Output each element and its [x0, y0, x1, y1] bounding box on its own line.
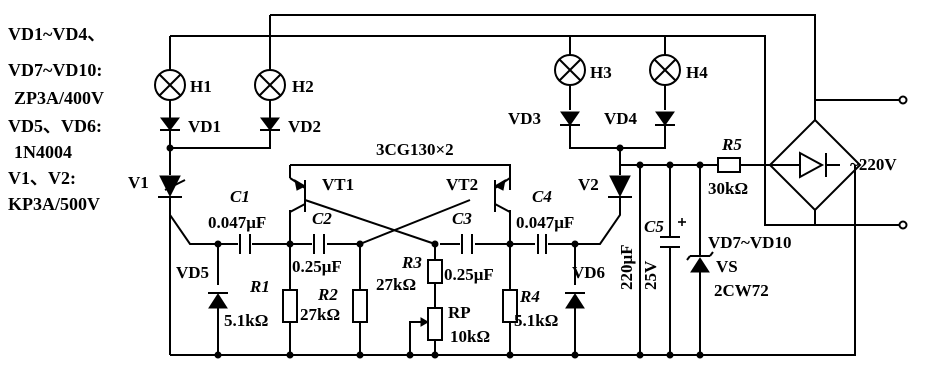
bridge-rectifier: VD7~VD10 — [708, 118, 862, 252]
lamp-h2-label: H2 — [292, 77, 314, 96]
lamp-h3: H3 — [554, 54, 612, 86]
diode-vd1-label: VD1 — [188, 117, 221, 136]
resistor-r2: R2 27kΩ — [300, 285, 368, 324]
resistor-r3-value: 27kΩ — [376, 275, 416, 294]
bridge-label: VD7~VD10 — [708, 233, 791, 252]
potentiometer-rp-value: 10kΩ — [450, 327, 490, 346]
note-line-6: V1、V2: — [8, 168, 76, 188]
resistor-r4-label: R4 — [519, 287, 540, 306]
lamp-h1-label: H1 — [190, 77, 212, 96]
transistor-type-label: 3CG130×2 — [376, 140, 454, 159]
diode-vd5: VD5 — [176, 263, 228, 309]
diode-vd4-label: VD4 — [604, 109, 638, 128]
note-line-2: VD7~VD10: — [8, 60, 102, 80]
potentiometer-rp-label: RP — [448, 303, 471, 322]
note-line-1: VD1~VD4、 — [8, 24, 105, 44]
scr-v2: V2 — [578, 175, 632, 198]
capacitor-c1: C1 0.047μF — [208, 187, 266, 254]
resistor-r3: R3 27kΩ — [376, 253, 443, 294]
component-notes: VD1~VD4、 VD7~VD10: ZP3A/400V VD5、VD6: 1N… — [8, 24, 105, 214]
zener-vs-part: 2CW72 — [714, 281, 769, 300]
capacitor-c3-value: 0.25μF — [444, 265, 494, 284]
note-line-3: ZP3A/400V — [14, 88, 104, 108]
capacitor-c1-value: 0.047μF — [208, 213, 266, 232]
resistor-r3-label: R3 — [401, 253, 422, 272]
resistor-r4: R4 5.1kΩ — [502, 287, 558, 330]
scr-v2-label: V2 — [578, 175, 599, 194]
resistor-r5-label: R5 — [721, 135, 742, 154]
diode-vd1: VD1 — [160, 117, 221, 136]
resistor-r2-value: 27kΩ — [300, 305, 340, 324]
capacitor-c2: C2 0.25μF — [292, 209, 342, 276]
resistor-r4-value: 5.1kΩ — [514, 311, 558, 330]
lamp-h1: H1 — [154, 69, 212, 101]
junction-dots — [166, 144, 704, 359]
transistor-vt2: VT2 — [446, 175, 511, 213]
capacitor-c5-value: 220μF — [617, 244, 636, 290]
transistor-vt1-label: VT1 — [322, 175, 354, 194]
resistor-r1-value: 5.1kΩ — [224, 311, 268, 330]
capacitor-c2-value: 0.25μF — [292, 257, 342, 276]
scr-v1-label: V1 — [128, 173, 149, 192]
capacitor-c4-label: C4 — [532, 187, 552, 206]
transistor-vt1: VT1 — [289, 175, 354, 213]
capacitor-c1-label: C1 — [230, 187, 250, 206]
diode-vd2-label: VD2 — [288, 117, 321, 136]
zener-vs: VS 2CW72 — [686, 251, 769, 300]
capacitor-c5-voltage: 25V — [641, 260, 660, 290]
diode-vd3-label: VD3 — [508, 109, 541, 128]
supply-terminals: ~220V — [850, 95, 908, 230]
capacitor-c4-value: 0.047μF — [516, 213, 574, 232]
diode-vd6: VD6 — [565, 263, 605, 309]
note-line-7: KP3A/500V — [8, 194, 100, 214]
lamp-h2: H2 — [254, 69, 314, 101]
resistor-r2-label: R2 — [317, 285, 338, 304]
transistor-vt2-label: VT2 — [446, 175, 478, 194]
potentiometer-rp: RP 10kΩ — [420, 303, 490, 346]
diode-vd3: VD3 — [508, 109, 580, 128]
diode-vd6-label: VD6 — [572, 263, 605, 282]
capacitor-c2-label: C2 — [312, 209, 332, 228]
capacitor-c5-label: C5 — [644, 217, 664, 236]
resistor-r5: R5 30kΩ — [708, 135, 748, 198]
diode-vd2: VD2 — [260, 117, 321, 136]
capacitor-c4: C4 0.047μF — [516, 187, 574, 254]
note-line-4: VD5、VD6: — [8, 116, 102, 136]
capacitor-c5: C5 220μF 25V — [617, 217, 686, 290]
lamp-h4: H4 — [649, 54, 708, 86]
zener-vs-label: VS — [716, 257, 738, 276]
resistor-r5-value: 30kΩ — [708, 179, 748, 198]
scr-v1: V1 — [128, 173, 182, 198]
resistor-r1: R1 5.1kΩ — [224, 277, 298, 330]
capacitor-c3: C3 0.25μF — [444, 209, 494, 284]
supply-label: ~220V — [850, 155, 897, 174]
diode-vd4: VD4 — [604, 109, 675, 128]
lamp-h3-label: H3 — [590, 63, 612, 82]
diode-vd5-label: VD5 — [176, 263, 209, 282]
resistor-r1-label: R1 — [249, 277, 270, 296]
capacitor-c3-label: C3 — [452, 209, 472, 228]
lamp-h4-label: H4 — [686, 63, 708, 82]
note-line-5: 1N4004 — [14, 142, 72, 162]
